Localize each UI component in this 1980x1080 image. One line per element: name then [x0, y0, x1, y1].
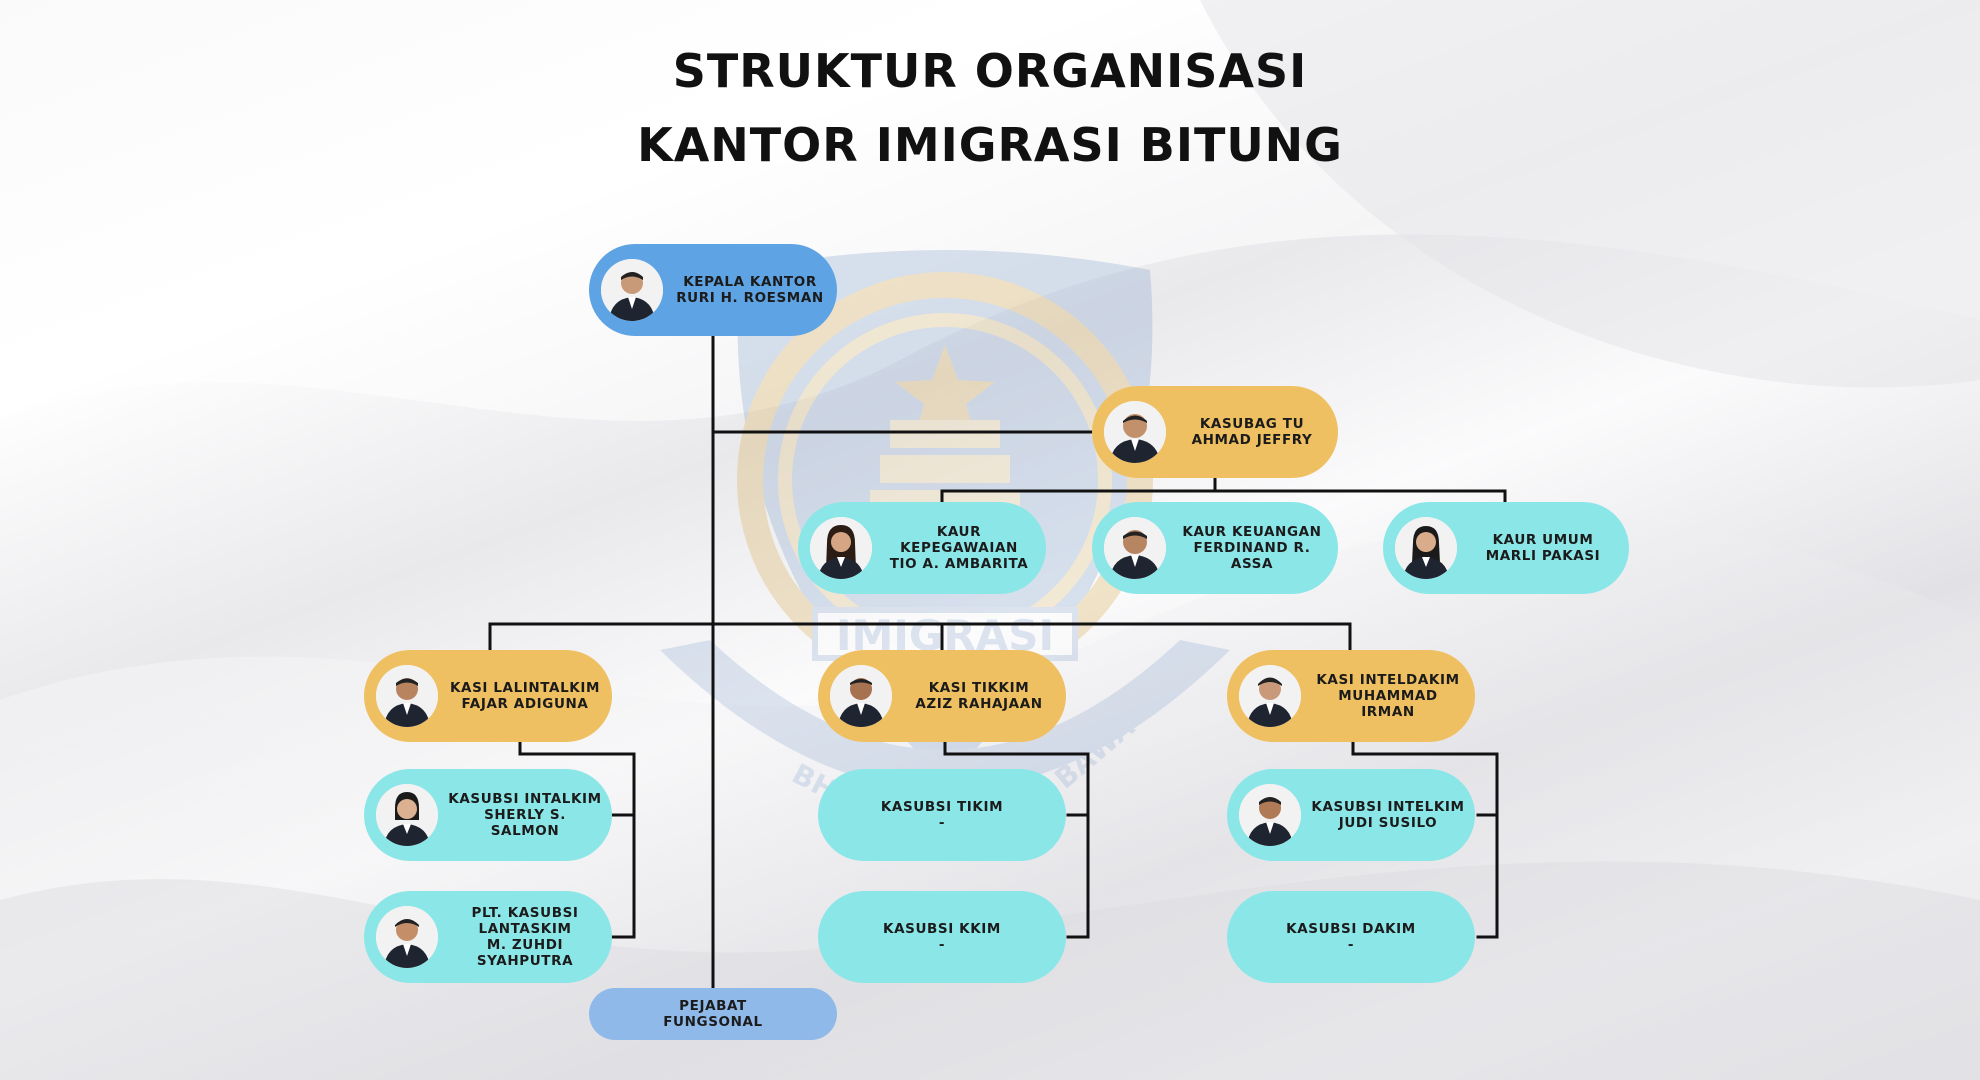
- node-kasi-inteldakim: KASI INTELDAKIM MUHAMMAD IRMAN: [1227, 650, 1475, 742]
- portrait-icon: [810, 517, 872, 579]
- portrait-icon: [376, 665, 438, 727]
- node-name: FAJAR ADIGUNA: [461, 696, 589, 712]
- portrait-icon: [830, 665, 892, 727]
- portrait-icon: [601, 259, 663, 321]
- node-kaur-umum: KAUR UMUM MARLI PAKASI: [1383, 502, 1629, 594]
- portrait-icon: [376, 906, 438, 968]
- node-kaur-kepegawaian: KAUR KEPEGAWAIAN TIO A. AMBARITA: [798, 502, 1046, 594]
- node-name: RURI H. ROESMAN: [676, 290, 824, 306]
- node-role: KASUBSI DAKIM: [1286, 921, 1416, 937]
- node-name: AHMAD JEFFRY: [1191, 432, 1313, 448]
- page-title-line-2: KANTOR IMIGRASI BITUNG: [637, 118, 1343, 172]
- node-kasubsi-kkim: KASUBSI KKIM -: [818, 891, 1066, 983]
- node-role: PLT. KASUBSI: [471, 905, 579, 921]
- node-role: FUNGSONAL: [663, 1014, 763, 1030]
- node-name: -: [938, 815, 946, 831]
- portrait-icon: [376, 784, 438, 846]
- node-name: JUDI SUSILO: [1338, 815, 1438, 831]
- node-role: KAUR: [936, 524, 982, 540]
- page-title-line-1: STRUKTUR ORGANISASI: [672, 44, 1308, 98]
- node-role: KASUBSI INTELKIM: [1311, 799, 1465, 815]
- node-kasi-tikkim: KASI TIKKIM AZIZ RAHAJAAN: [818, 650, 1066, 742]
- node-role: KASUBAG TU: [1199, 416, 1305, 432]
- portrait-icon: [1104, 401, 1166, 463]
- portrait-icon: [1239, 784, 1301, 846]
- node-role: KAUR KEUANGAN: [1182, 524, 1322, 540]
- node-role: KASUBSI INTALKIM: [448, 791, 602, 807]
- connector-tik-group: [943, 740, 1090, 939]
- node-pejabat-fungsional: PEJABAT FUNGSONAL: [589, 988, 837, 1040]
- node-role: LANTASKIM: [478, 921, 572, 937]
- connector-intel-group: [1351, 740, 1499, 939]
- node-name: MARLI PAKASI: [1485, 548, 1601, 564]
- portrait-icon: [1239, 665, 1301, 727]
- node-kasubsi-intalkim: KASUBSI INTALKIM SHERLY S. SALMON: [364, 769, 612, 861]
- node-role: KEPALA KANTOR: [683, 274, 817, 290]
- node-role: KASI LALINTALKIM: [449, 680, 601, 696]
- node-kasubsi-intelkim: KASUBSI INTELKIM JUDI SUSILO: [1227, 769, 1475, 861]
- node-name: AZIZ RAHAJAAN: [915, 696, 1043, 712]
- portrait-icon: [1104, 517, 1166, 579]
- node-kasubsi-lantaskim: PLT. KASUBSI LANTASKIM M. ZUHDI SYAHPUTR…: [364, 891, 612, 983]
- node-name: -: [1347, 937, 1355, 953]
- node-kasubsi-tikim: KASUBSI TIKIM -: [818, 769, 1066, 861]
- node-name: -: [938, 937, 946, 953]
- node-name: SHERLY S. SALMON: [484, 807, 566, 839]
- node-role: KASUBSI KKIM: [883, 921, 1001, 937]
- node-role: KAUR UMUM: [1492, 532, 1594, 548]
- node-role: KASI INTELDAKIM: [1316, 672, 1460, 688]
- node-kasubsi-dakim: KASUBSI DAKIM -: [1227, 891, 1475, 983]
- node-kasi-lalintalkim: KASI LALINTALKIM FAJAR ADIGUNA: [364, 650, 612, 742]
- node-name: M. ZUHDI SYAHPUTRA: [476, 937, 574, 969]
- connector-lalin-group: [518, 740, 636, 939]
- node-role: KEPEGAWAIAN: [900, 540, 1018, 556]
- node-name: MUHAMMAD IRMAN: [1338, 688, 1438, 720]
- node-kasubag-tu: KASUBAG TU AHMAD JEFFRY: [1092, 386, 1338, 478]
- node-role: KASI TIKKIM: [928, 680, 1030, 696]
- node-role: PEJABAT: [679, 998, 747, 1014]
- node-name: TIO A. AMBARITA: [889, 556, 1029, 572]
- node-role: KASUBSI TIKIM: [880, 799, 1004, 815]
- node-kaur-keuangan: KAUR KEUANGAN FERDINAND R. ASSA: [1092, 502, 1338, 594]
- node-name: FERDINAND R. ASSA: [1193, 540, 1311, 572]
- portrait-icon: [1395, 517, 1457, 579]
- node-kepala-kantor: KEPALA KANTOR RURI H. ROESMAN: [589, 244, 837, 336]
